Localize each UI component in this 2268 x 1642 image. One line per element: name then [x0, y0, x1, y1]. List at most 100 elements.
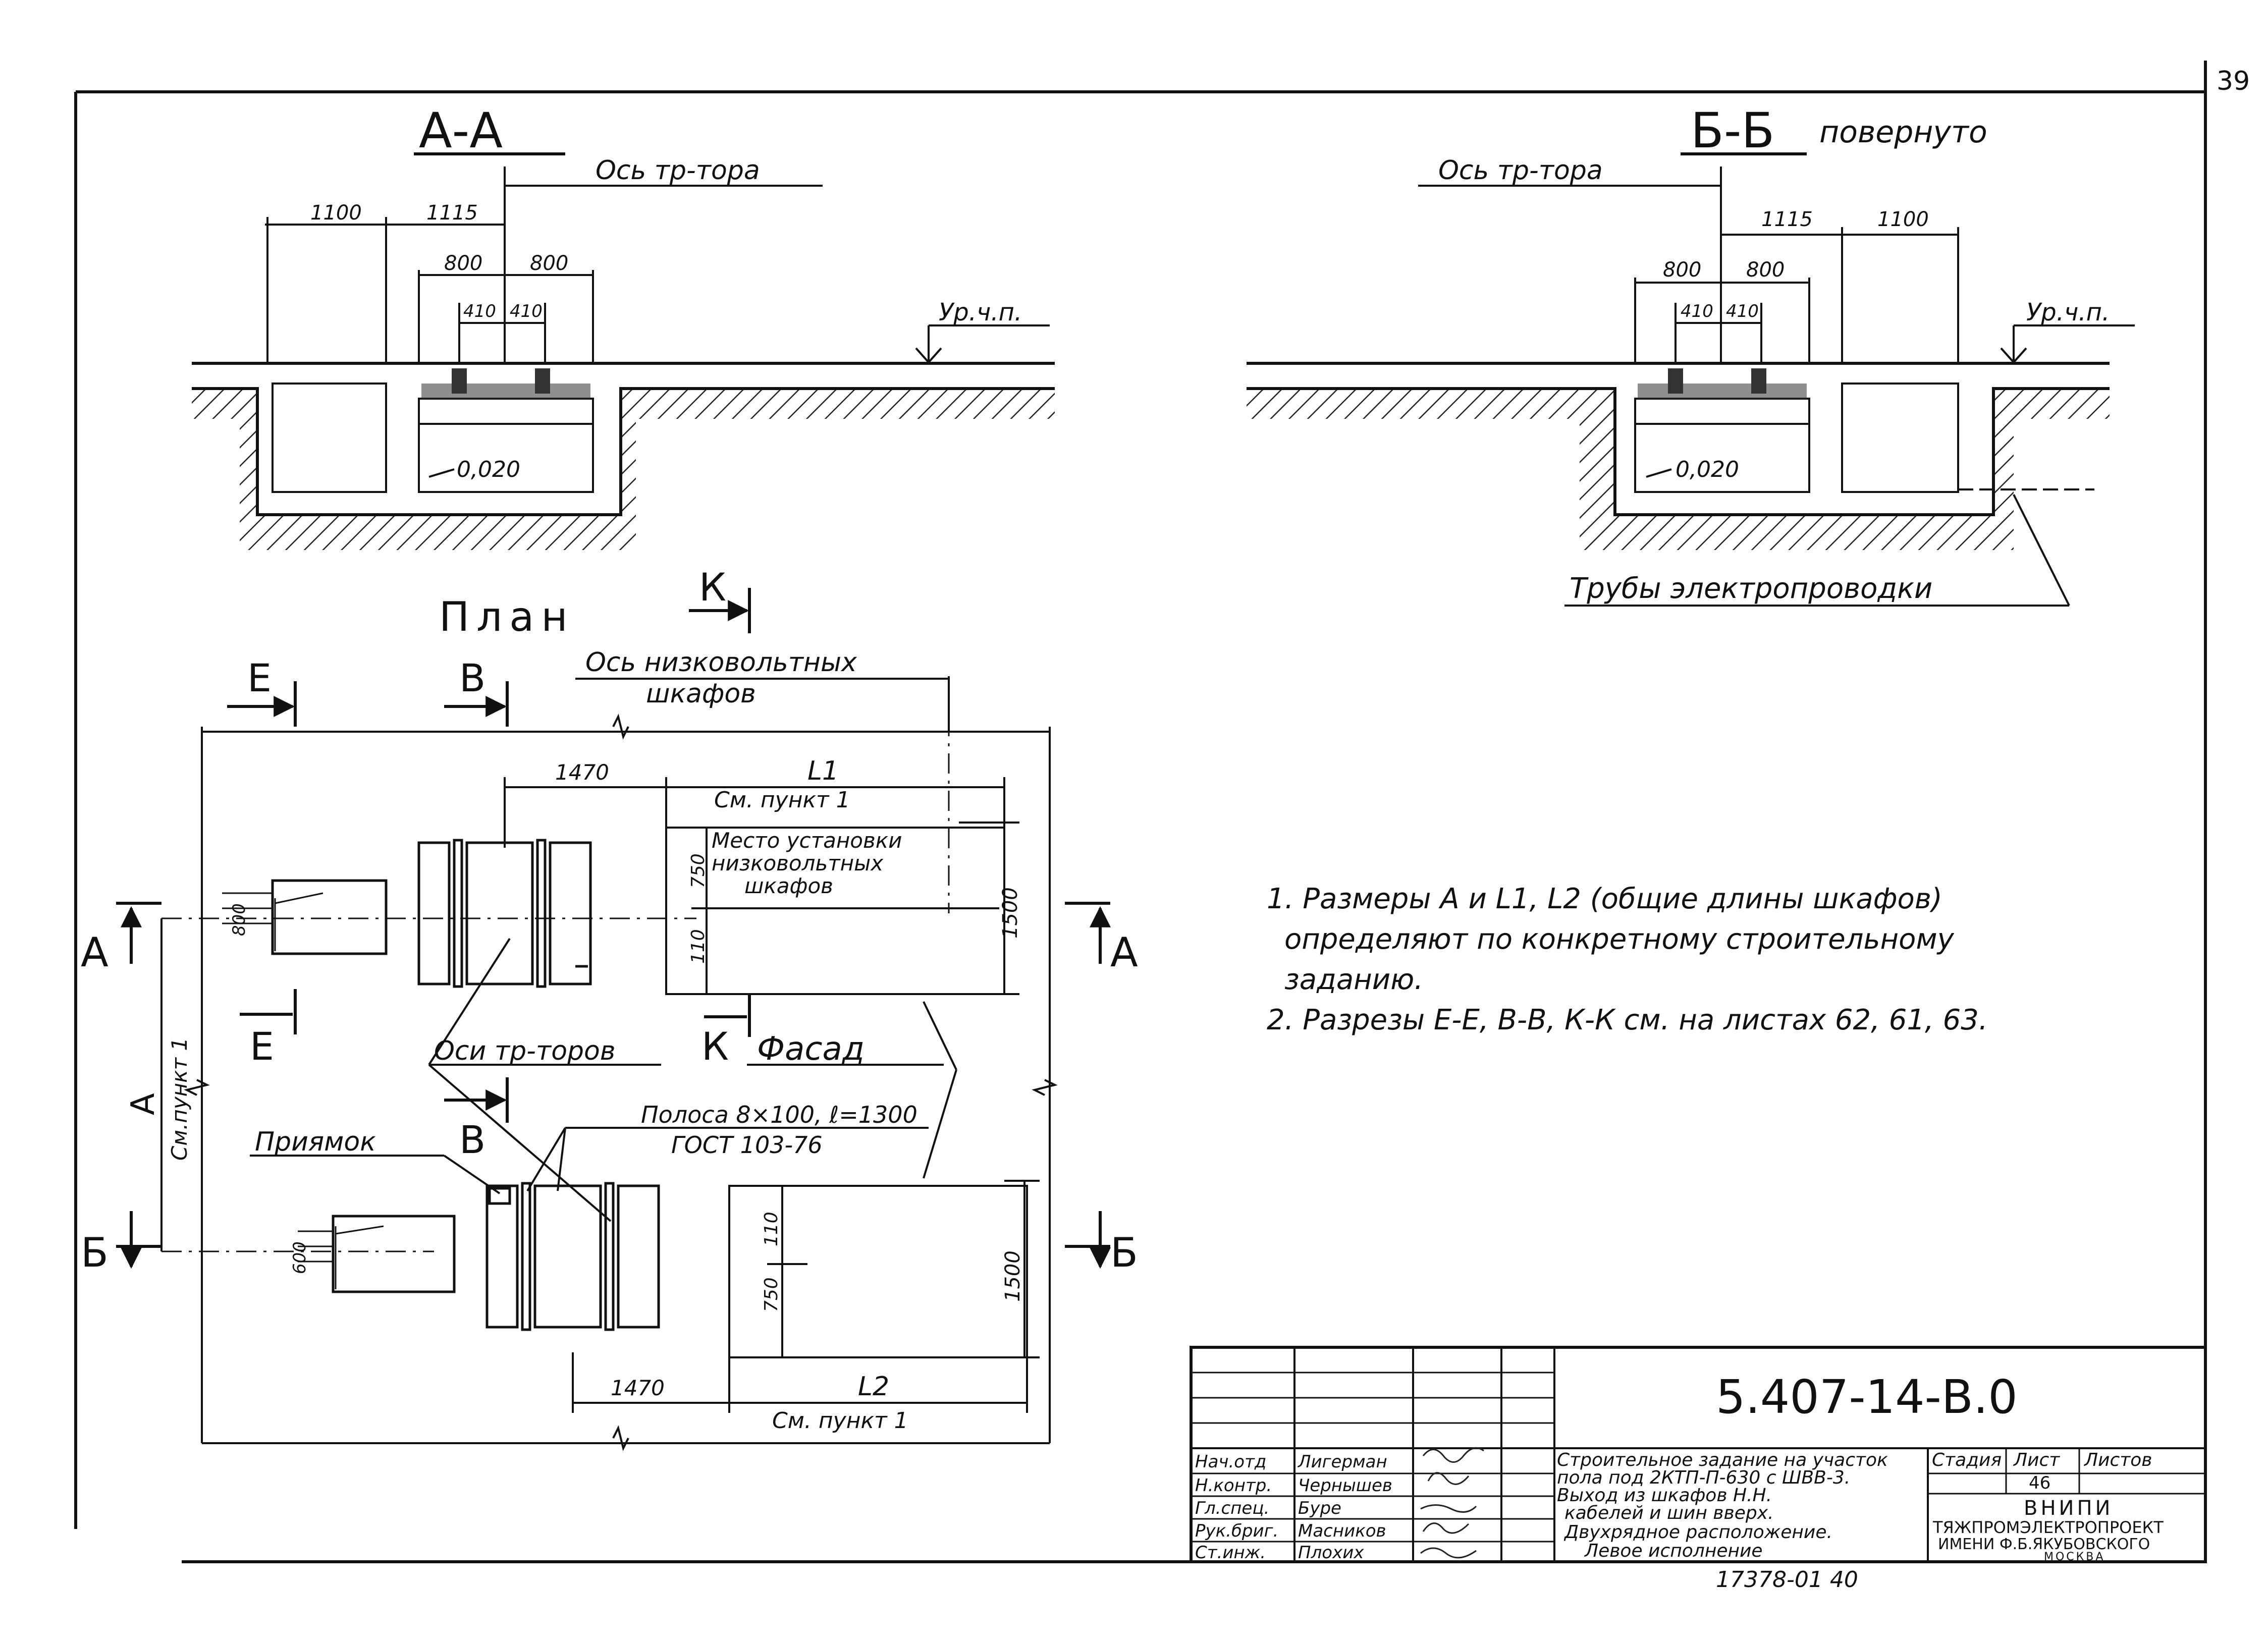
role-4: Рук.бриг.: [1195, 1521, 1278, 1541]
desc-line-5: Двухрядное расположение.: [1563, 1522, 1832, 1543]
section-bb-suffix: повернуто: [1819, 115, 1987, 150]
sheet-number: 39: [2217, 66, 2250, 96]
dim-110-top: 110: [688, 929, 709, 964]
title-block-description: Строительное задание на участок пола под…: [1557, 1450, 1888, 1561]
dim-600: 600: [290, 1241, 310, 1274]
pit-label: Приямок: [255, 1127, 376, 1157]
dim-a-note: См.пункт 1: [167, 1037, 192, 1161]
note-line-2: определяют по конкретному строительному: [1284, 923, 1955, 956]
role-2: Н.контр.: [1195, 1475, 1272, 1496]
stage-header: Стадия: [1932, 1450, 2002, 1470]
note-line-4: 2. Разрезы Е-Е, В-В, К-К см. на листах 6…: [1267, 1004, 1988, 1036]
org-line-3: ИМЕНИ Ф.Б.ЯКУБОВСКОГО: [1938, 1536, 2150, 1553]
bb-dim-1115: 1115: [1761, 208, 1813, 231]
see-item-top: См. пункт 1: [714, 787, 850, 813]
role-1: Нач.отд: [1195, 1452, 1266, 1472]
desc-line-3: Выход из шкафов Н.Н.: [1557, 1485, 1772, 1506]
dim-l1: L1: [807, 756, 839, 786]
signatures: [1420, 1447, 1484, 1559]
role-3: Гл.спец.: [1195, 1498, 1269, 1518]
title-block-people: Нач.отд Лигерман Н.контр. Чернышев Гл.сп…: [1195, 1452, 1392, 1563]
dim-750-bottom: 750: [761, 1277, 782, 1312]
org-line-2: ТЯЖПРОМЭЛЕКТРОПРОЕКТ: [1932, 1518, 2164, 1537]
dim-750-top: 750: [688, 853, 709, 888]
marker-a-right: А: [1110, 929, 1138, 976]
sheets-header: Листов: [2083, 1450, 2152, 1470]
section-aa-axis-label: Ось тр-тора: [596, 155, 760, 186]
name-5: Плохих: [1298, 1543, 1364, 1563]
dim-l2: L2: [858, 1372, 889, 1402]
bb-dim-800-left: 800: [1663, 258, 1701, 282]
marker-e-bottom: Е: [250, 1024, 274, 1069]
aa-dim-410-left: 410: [463, 301, 496, 321]
title-block: [1190, 1346, 2207, 1563]
lv-axis-line1: Ось низковольтных: [585, 647, 857, 678]
archive-number: 17378-01 40: [1716, 1567, 1858, 1593]
bb-dim-410-right: 410: [1726, 301, 1759, 321]
desc-line-2: пола под 2КТП-П-630 с ШВВ-3.: [1557, 1467, 1850, 1488]
section-bb: Б-Б повернуто Ось тр-тора 1115 1100 800 …: [1247, 102, 2135, 607]
aa-dim-410-right: 410: [510, 301, 543, 321]
marker-b-top: В: [459, 655, 485, 700]
marker-e-top: Е: [247, 655, 272, 700]
strip-line1: Полоса 8×100, ℓ=1300: [641, 1101, 917, 1128]
bb-dim-1100: 1100: [1877, 208, 1929, 231]
section-aa: А-А Ось тр-тора 1100 1115 800 800 410 41…: [192, 102, 1055, 550]
dim-800: 800: [229, 903, 249, 936]
lv-axis-line2: шкафов: [646, 679, 756, 709]
org-line-4: МОСКВА: [2044, 1551, 2105, 1563]
cabinet-place-line2: низковольтных: [712, 851, 884, 875]
bb-dim-410-left: 410: [1681, 301, 1713, 321]
marker-k-bottom: К: [701, 1024, 729, 1069]
strip-line2: ГОСТ 103-76: [671, 1131, 823, 1159]
cabinet-place-line1: Место установки: [712, 828, 902, 853]
bb-dim-800-right: 800: [1746, 258, 1785, 282]
section-aa-title: А-А: [419, 102, 503, 159]
bb-slope: 0,020: [1676, 457, 1739, 482]
dim-110-bottom: 110: [761, 1212, 782, 1246]
note-line-1: 1. Размеры А и L1, L2 (общие длины шкафо…: [1267, 883, 1942, 915]
marker-k-top: К: [699, 565, 726, 610]
aa-level-label: Ур.ч.п.: [939, 298, 1022, 326]
name-2: Чернышев: [1298, 1475, 1392, 1496]
marker-a-left: А: [81, 929, 109, 976]
marker-bb-right: Б: [1110, 1229, 1138, 1276]
sheet-frame: [74, 61, 2207, 1563]
section-bb-title: Б-Б: [1691, 102, 1774, 159]
desc-line-1: Строительное задание на участок: [1557, 1450, 1888, 1470]
name-4: Масников: [1298, 1521, 1386, 1541]
dim-1470-top: 1470: [555, 760, 609, 785]
doc-code: 5.407-14-В.0: [1716, 1370, 2018, 1424]
org-line-1: ВНИПИ: [2024, 1497, 2113, 1520]
desc-line-6: Левое исполнение: [1584, 1541, 1763, 1561]
name-1: Лигерман: [1297, 1452, 1387, 1472]
marker-bb-left: Б: [81, 1229, 109, 1276]
plan-view: План Е В К Е В К А А Б Б: [81, 565, 1138, 1451]
aa-dim-800-left: 800: [444, 252, 482, 275]
bb-level-label: Ур.ч.п.: [2026, 298, 2110, 326]
facade-label: Фасад: [757, 1030, 865, 1068]
aa-dim-800-right: 800: [530, 252, 568, 275]
dim-1500-bottom: 1500: [1001, 1250, 1024, 1302]
note-line-3: заданию.: [1284, 963, 1423, 996]
name-3: Буре: [1298, 1498, 1341, 1518]
dim-1470-bottom: 1470: [611, 1376, 665, 1400]
dim-1500-top: 1500: [999, 887, 1022, 939]
section-bb-axis-label: Ось тр-тора: [1438, 155, 1603, 186]
notes: 1. Размеры А и L1, L2 (общие длины шкафо…: [1267, 883, 1988, 1036]
sheet-header: Лист: [2013, 1450, 2060, 1470]
aa-slope: 0,020: [457, 457, 520, 482]
sheet-value: 46: [2029, 1473, 2050, 1493]
dim-a: А: [125, 1093, 162, 1115]
aa-dim-1115: 1115: [426, 201, 478, 225]
transformer-axes-label: Оси тр-торов: [434, 1036, 615, 1066]
plan-title: План: [439, 593, 575, 640]
cabinet-place-line3: шкафов: [744, 873, 833, 898]
desc-line-4: кабелей и шин вверх.: [1564, 1503, 1774, 1523]
aa-dim-1100: 1100: [310, 201, 362, 225]
see-item-bottom: См. пункт 1: [772, 1408, 908, 1434]
marker-b-bottom: В: [459, 1117, 485, 1162]
role-5: Ст.инж.: [1195, 1543, 1266, 1563]
bb-pipes-label: Трубы электропроводки: [1570, 572, 1932, 605]
